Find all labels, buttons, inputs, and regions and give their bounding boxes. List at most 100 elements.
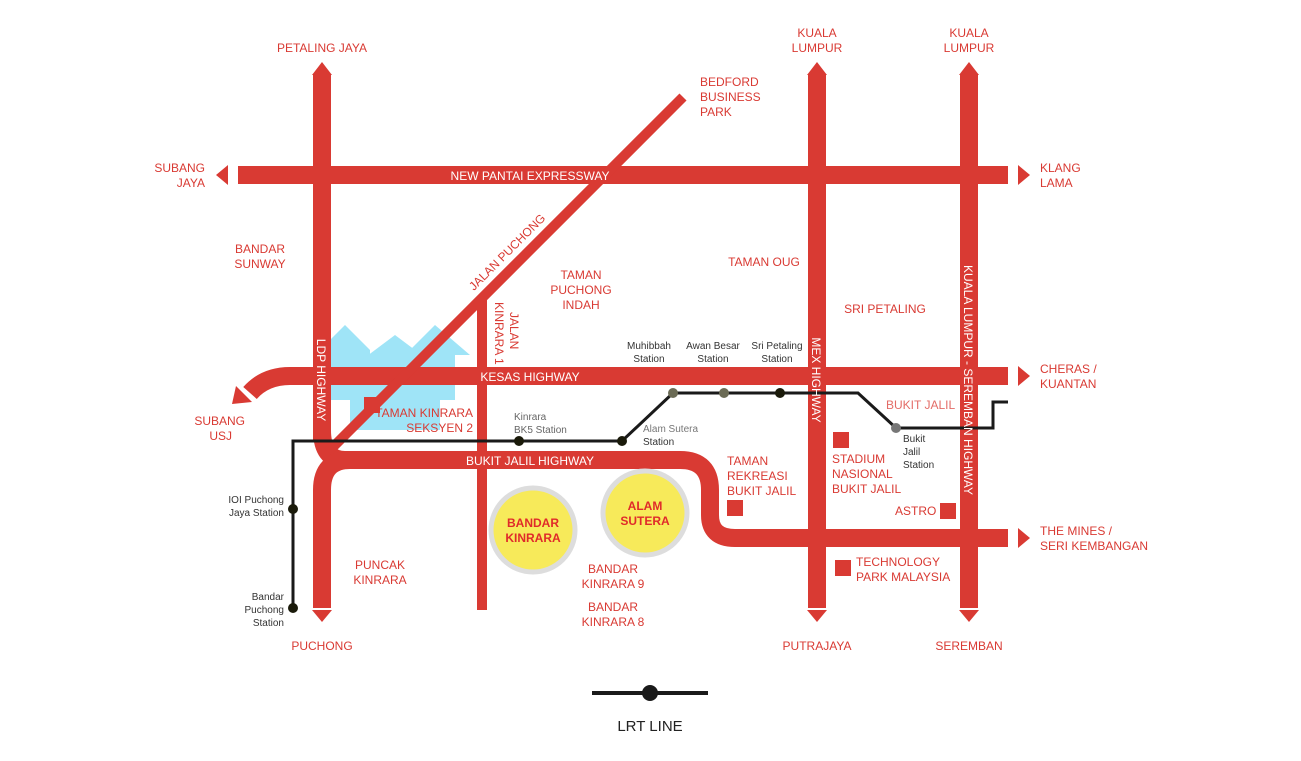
- road-label-ldp: LDP HIGHWAY: [314, 339, 328, 421]
- taman-kinrara-marker: [364, 397, 380, 413]
- place-taman-rekreasi: TAMAN: [727, 454, 768, 468]
- station-awan-besar[interactable]: [719, 388, 729, 398]
- road-label-jalan-puchong: JALAN PUCHONG: [466, 211, 548, 293]
- place-stadium: STADIUM: [832, 452, 885, 466]
- dest-subang-jaya: SUBANG: [154, 161, 205, 175]
- area-taman-puchong-2: PUCHONG: [550, 283, 611, 297]
- label-alam-sutera: Alam Sutera: [643, 424, 698, 435]
- ldp-curve: [313, 429, 1008, 547]
- road-label-kesas: KESAS HIGHWAY: [480, 370, 579, 384]
- area-taman-puchong: TAMAN: [560, 268, 601, 282]
- arrow-right-icon: [1018, 528, 1030, 548]
- stadium-marker: [833, 432, 849, 448]
- jalan-puchong: [324, 93, 687, 456]
- dest-subang-usj-2: USJ: [209, 429, 232, 443]
- station-muhibbah[interactable]: [668, 388, 678, 398]
- station-bukit-jalil[interactable]: [891, 423, 901, 433]
- place-taman-rekreasi-3: BUKIT JALIL: [727, 484, 796, 498]
- dest-cheras: CHERAS /: [1040, 362, 1097, 376]
- station-sri-petaling[interactable]: [775, 388, 785, 398]
- label-muhibbah: Muhibbah: [627, 341, 671, 352]
- arrow-up-icon: [807, 62, 827, 75]
- label-sri-petaling: Sri Petaling: [751, 341, 802, 352]
- area-bandar-sunway: BANDAR: [235, 242, 285, 256]
- place-stadium-3: BUKIT JALIL: [832, 482, 901, 496]
- road-label-new-pantai: NEW PANTAI EXPRESSWAY: [451, 169, 610, 183]
- dest-seremban: SEREMBAN: [935, 639, 1002, 653]
- dest-bedford: BEDFORD: [700, 75, 759, 89]
- taman-rekreasi-marker: [727, 500, 743, 516]
- label-ioi: IOI Puchong: [228, 495, 284, 506]
- alam-sutera-marker[interactable]: [600, 468, 690, 558]
- bandar-kinrara-marker[interactable]: [488, 485, 578, 575]
- legend-lrt-station-icon: [642, 685, 658, 701]
- label-bandar-puchong: Bandar: [252, 592, 285, 603]
- legend: LRT LINE: [592, 685, 708, 735]
- dest-mines-2: SERI KEMBANGAN: [1040, 539, 1148, 553]
- dest-subang-jaya-2: JAYA: [177, 176, 205, 190]
- station-alam-sutera[interactable]: [617, 436, 627, 446]
- label-awan-besar-2: Station: [697, 354, 728, 365]
- arrow-down-icon: [312, 610, 332, 622]
- label-kinrara-2: BK5 Station: [514, 425, 567, 436]
- area-bk8-2: KINRARA 8: [582, 615, 645, 629]
- station-kinrara-bk5[interactable]: [514, 436, 524, 446]
- dest-kl-1: KUALA: [797, 26, 836, 40]
- highlight-bandar-kinrara-2: KINRARA: [505, 531, 561, 545]
- area-bandar-sunway-2: SUNWAY: [234, 257, 285, 271]
- lrt-line: [291, 391, 1008, 610]
- label-sri-petaling-2: Station: [761, 354, 792, 365]
- arrow-right-icon: [1018, 366, 1030, 386]
- direction-arrows: [216, 62, 1030, 622]
- label-bukit-jalil-2: Jalil: [903, 447, 920, 458]
- place-astro: ASTRO: [895, 504, 936, 518]
- road-label-mex: MEX HIGHWAY: [809, 337, 823, 422]
- highlight-alam-sutera-2: SUTERA: [620, 514, 670, 528]
- arrow-up-icon: [312, 62, 332, 75]
- dest-mines: THE MINES /: [1040, 524, 1113, 538]
- dest-putrajaya: PUTRAJAYA: [783, 639, 852, 653]
- label-kinrara: Kinrara: [514, 412, 547, 423]
- area-taman-puchong-3: INDAH: [562, 298, 599, 312]
- area-bk9: BANDAR: [588, 562, 638, 576]
- highlight-alam-sutera: ALAM: [628, 499, 663, 513]
- area-taman-kinrara: TAMAN KINRARA: [375, 406, 473, 420]
- area-puncak-kinrara: KINRARA: [353, 573, 406, 587]
- dest-cheras-2: KUANTAN: [1040, 377, 1096, 391]
- arrow-left-icon: [216, 165, 228, 185]
- highlight-bandar-kinrara: BANDAR: [507, 516, 559, 530]
- arrow-down-icon: [959, 610, 979, 622]
- area-sri-petaling: SRI PETALING: [844, 302, 926, 316]
- label-alam-sutera-2: Station: [643, 437, 674, 448]
- station-ioi-puchong-jaya[interactable]: [288, 504, 298, 514]
- place-taman-rekreasi-2: REKREASI: [727, 469, 788, 483]
- area-puncak-kinrara-1: PUNCAK: [355, 558, 405, 572]
- dest-bedford-2: BUSINESS: [700, 90, 761, 104]
- place-stadium-2: NASIONAL: [832, 467, 893, 481]
- station-bandar-puchong[interactable]: [288, 603, 298, 613]
- area-taman-kinrara-2: SEKSYEN 2: [406, 421, 473, 435]
- tpm-marker: [835, 560, 851, 576]
- legend-lrt-label: LRT LINE: [617, 718, 682, 735]
- arrow-left-down-icon: [232, 386, 252, 404]
- road-label-jalan-kinrara: JALAN: [507, 312, 521, 349]
- arrow-up-icon: [959, 62, 979, 75]
- dest-bedford-3: PARK: [700, 105, 732, 119]
- lrt-stations: [288, 388, 901, 613]
- kesas-highway: [243, 367, 1008, 400]
- dest-petaling-jaya: PETALING JAYA: [277, 41, 367, 55]
- label-bukit-jalil: Bukit: [903, 434, 925, 445]
- area-bk8: BANDAR: [588, 600, 638, 614]
- dest-puchong: PUCHONG: [291, 639, 352, 653]
- label-muhibbah-2: Station: [633, 354, 664, 365]
- road-label-bukit-jalil: BUKIT JALIL HIGHWAY: [466, 454, 594, 468]
- label-bandar-puchong-2: Puchong: [245, 605, 284, 616]
- area-bk9-2: KINRARA 9: [582, 577, 645, 591]
- label-bukit-jalil-3: Station: [903, 460, 934, 471]
- area-taman-oug: TAMAN OUG: [728, 255, 800, 269]
- arrow-down-icon: [807, 610, 827, 622]
- dest-kl-2: KUALA: [949, 26, 988, 40]
- place-tpm: TECHNOLOGY: [856, 555, 940, 569]
- label-bandar-puchong-3: Station: [253, 618, 284, 629]
- label-ioi-2: Jaya Station: [229, 508, 284, 519]
